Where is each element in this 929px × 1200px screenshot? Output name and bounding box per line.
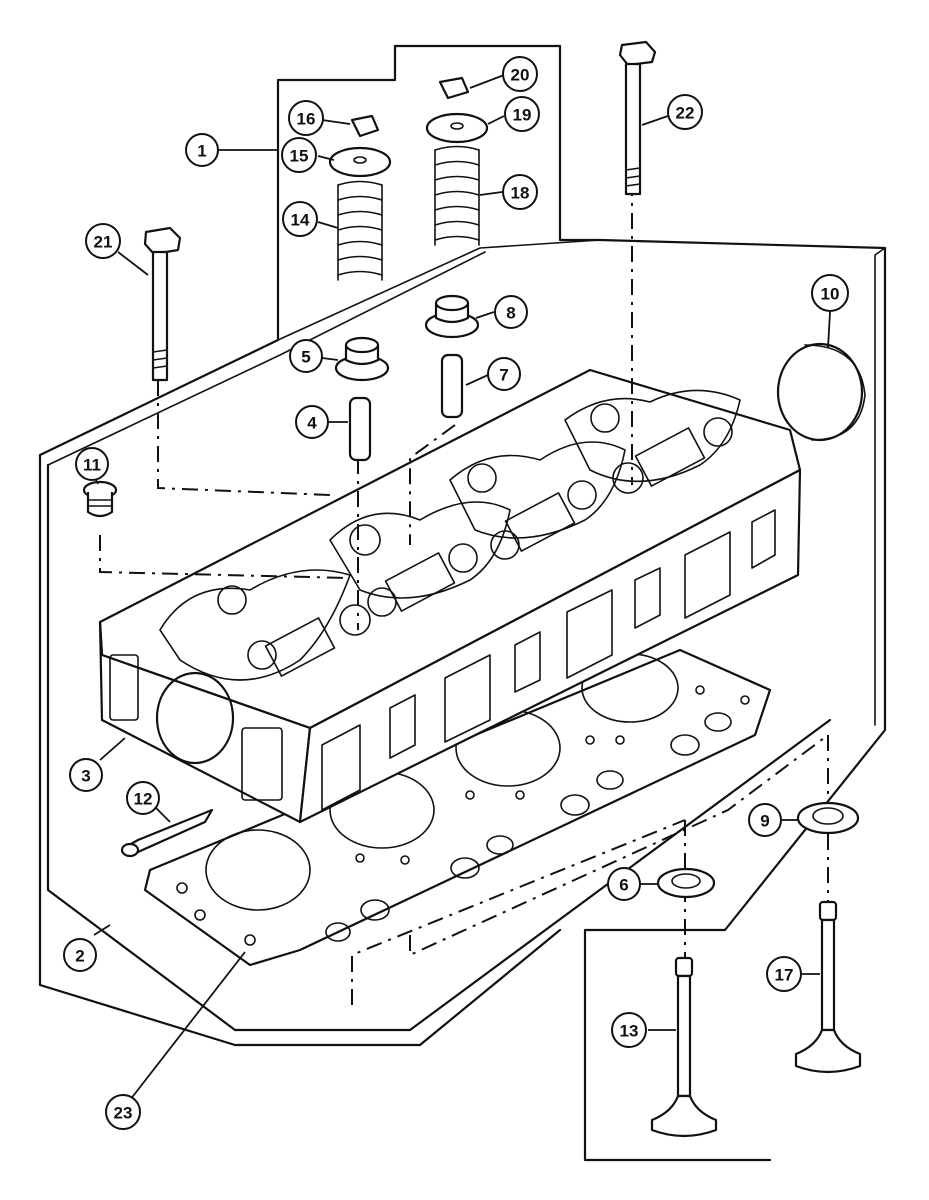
callout-4-label: 4 bbox=[307, 414, 317, 433]
callout-16-label: 16 bbox=[297, 110, 316, 129]
callout-17-label: 17 bbox=[775, 966, 794, 985]
stud bbox=[120, 808, 214, 858]
head-bolt-long bbox=[618, 40, 657, 196]
callout-3-label: 3 bbox=[81, 767, 90, 786]
callout-8-label: 8 bbox=[506, 304, 515, 323]
callout-17: 17 bbox=[766, 956, 802, 992]
callout-8: 8 bbox=[494, 295, 528, 329]
callout-14-label: 14 bbox=[291, 211, 310, 230]
callout-11-label: 11 bbox=[83, 456, 101, 475]
callout-18: 18 bbox=[502, 174, 538, 210]
exhaust-valve-stack bbox=[424, 76, 489, 419]
callout-9: 9 bbox=[748, 803, 782, 837]
assembly-frame-2 bbox=[46, 247, 886, 1161]
callout-19-label: 19 bbox=[513, 106, 532, 125]
threaded-plug bbox=[82, 480, 118, 518]
callout-7-label: 7 bbox=[499, 366, 508, 385]
callout-5-label: 5 bbox=[301, 348, 310, 367]
callout-2-label: 2 bbox=[75, 947, 84, 966]
callout-11: 11 bbox=[75, 447, 109, 481]
callout-10: 10 bbox=[811, 274, 849, 312]
callout-6-label: 6 bbox=[619, 876, 628, 895]
intake-valve-stack bbox=[328, 114, 392, 462]
callout-23: 23 bbox=[105, 1094, 141, 1130]
callout-1: 1 bbox=[185, 133, 219, 167]
callout-12: 12 bbox=[126, 781, 160, 815]
cylinder-head bbox=[98, 368, 802, 824]
intake-valve bbox=[650, 956, 718, 1138]
callout-9-label: 9 bbox=[760, 812, 769, 831]
callout-18-label: 18 bbox=[511, 184, 530, 203]
core-plug bbox=[776, 342, 866, 442]
callout-21-label: 21 bbox=[94, 233, 113, 252]
callout-20-label: 20 bbox=[511, 66, 530, 85]
callout-5: 5 bbox=[289, 339, 323, 373]
callout-1-label: 1 bbox=[197, 142, 206, 161]
callout-4: 4 bbox=[295, 405, 329, 439]
leader-lines bbox=[93, 74, 831, 1101]
callout-10-label: 10 bbox=[821, 285, 840, 304]
callout-21: 21 bbox=[85, 223, 121, 259]
assembly-frame-1 bbox=[38, 44, 887, 1162]
callout-2: 2 bbox=[63, 938, 97, 972]
alignment-lines bbox=[99, 180, 829, 1005]
callout-15: 15 bbox=[281, 137, 317, 173]
callout-22: 22 bbox=[667, 94, 703, 130]
callout-16: 16 bbox=[288, 100, 324, 136]
callout-6: 6 bbox=[607, 867, 641, 901]
callout-14: 14 bbox=[282, 201, 318, 237]
callout-7: 7 bbox=[487, 357, 521, 391]
head-bolt-short bbox=[143, 226, 182, 382]
callout-15-label: 15 bbox=[290, 147, 309, 166]
valve-seat-insert-b bbox=[796, 801, 860, 835]
valve-seat-insert-a bbox=[656, 867, 716, 899]
callout-13: 13 bbox=[611, 1012, 647, 1048]
callout-12-label: 12 bbox=[134, 790, 153, 809]
callout-23-label: 23 bbox=[114, 1104, 133, 1123]
callout-3: 3 bbox=[69, 758, 103, 792]
exhaust-valve bbox=[794, 900, 862, 1074]
callout-13-label: 13 bbox=[620, 1022, 639, 1041]
callout-19: 19 bbox=[504, 96, 540, 132]
callout-20: 20 bbox=[502, 56, 538, 92]
callout-22-label: 22 bbox=[676, 104, 695, 123]
